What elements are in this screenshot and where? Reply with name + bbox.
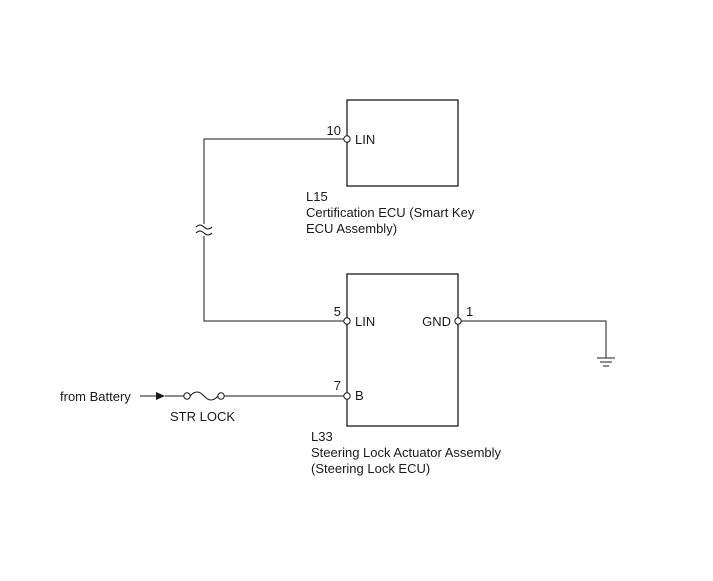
ecu-bottom-b-pin-number: 7: [334, 378, 341, 393]
ecu-bottom-lin-pin-label: LIN: [355, 314, 375, 329]
battery-source-label: from Battery: [60, 389, 131, 404]
ecu-bottom-gnd-pin-number: 1: [466, 304, 473, 319]
wire-break-symbol-top: [195, 224, 213, 230]
ground-wire: [461, 320, 607, 358]
steering-lock-ecu-box: [346, 273, 459, 427]
ecu-bottom-b-pin-label: B: [355, 388, 364, 403]
fuse-icon: [183, 391, 225, 401]
ecu-top-name-line2: ECU Assembly): [306, 221, 397, 236]
ecu-bottom-b-pin: [343, 392, 351, 400]
ecu-top-lin-pin-label: LIN: [355, 132, 375, 147]
certification-ecu-box: [346, 99, 459, 187]
ecu-bottom-code: L33: [311, 429, 333, 444]
wire-break-symbol-bottom: [195, 230, 213, 236]
ecu-top-code: L15: [306, 189, 328, 204]
ecu-top-name-line1: Certification ECU (Smart Key: [306, 205, 475, 220]
ecu-bottom-gnd-pin: [454, 317, 462, 325]
ecu-top-lin-pin-number: 10: [327, 123, 341, 138]
ecu-top-lin-pin: [343, 135, 351, 143]
ecu-bottom-gnd-pin-label: GND: [422, 314, 451, 329]
ecu-bottom-name-line1: Steering Lock Actuator Assembly: [311, 445, 502, 460]
ground-icon: [597, 357, 615, 367]
ecu-bottom-lin-pin-number: 5: [334, 304, 341, 319]
lin-wire-lower: [203, 236, 344, 322]
lin-wire-upper: [203, 138, 344, 224]
fuse-label: STR LOCK: [170, 409, 235, 424]
ecu-bottom-lin-pin: [343, 317, 351, 325]
ecu-bottom-name-line2: (Steering Lock ECU): [311, 461, 430, 476]
arrow-right-icon: [156, 392, 165, 400]
